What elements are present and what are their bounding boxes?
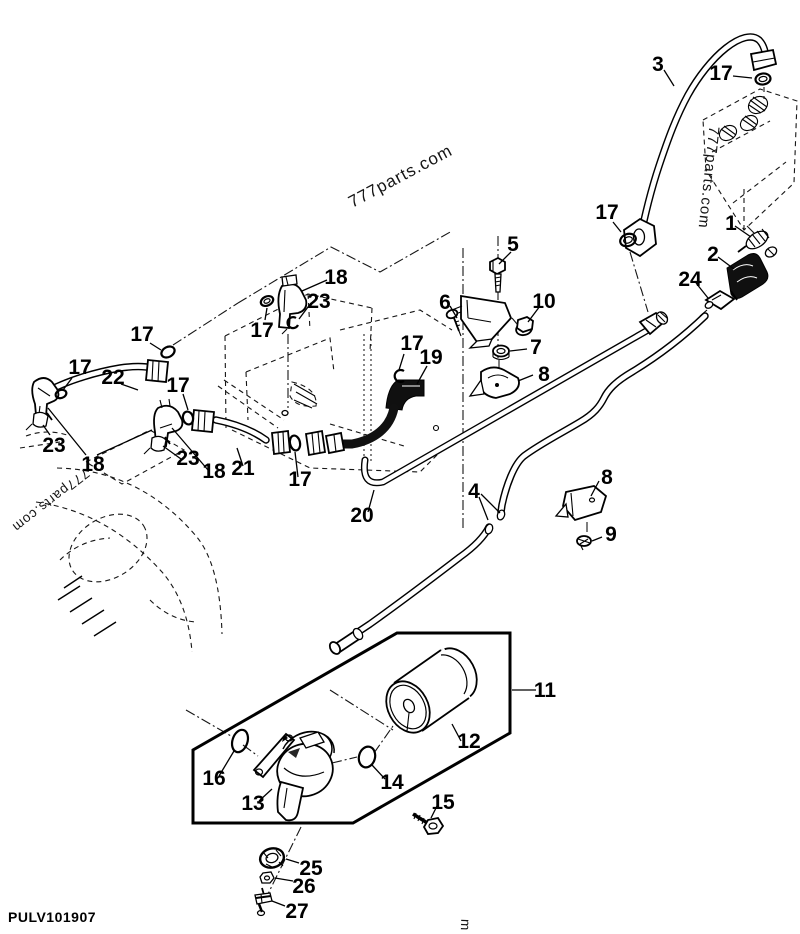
fitting-stack-25-26-27: [254, 847, 286, 917]
part-callout: 9: [605, 523, 617, 546]
steel-line-20: [360, 251, 669, 487]
part-callout: 17: [68, 356, 91, 379]
watermark-diagonal: 777parts.com: [345, 141, 455, 212]
part-callout: 23: [42, 434, 65, 457]
part-callout: 13: [241, 792, 264, 815]
watermark-bottom-partial: m: [458, 919, 473, 932]
engine-block-outline: [702, 88, 798, 242]
fuel-line-4: [328, 312, 709, 655]
pipe-3: [623, 33, 778, 258]
part-callout: 1: [725, 212, 737, 235]
bolt-15: [412, 812, 445, 835]
part-callout: 17: [166, 374, 189, 397]
part-callout: 2: [707, 243, 719, 266]
pump-13: [252, 730, 335, 822]
part-callout: 5: [507, 233, 519, 256]
oring-17-engine: [619, 232, 637, 248]
part-callout: 11: [534, 679, 557, 702]
part-callout: 16: [202, 767, 225, 790]
part-callout: 17: [130, 323, 153, 346]
oring-14: [357, 745, 377, 769]
part-callout: 23: [176, 447, 199, 470]
elbow-18-top: [259, 274, 308, 417]
part-callout: 18: [324, 266, 348, 289]
part-callout: 25: [299, 857, 323, 880]
part-callout: 19: [419, 346, 442, 369]
part-callout: 15: [431, 791, 455, 814]
bracket-8-right: [554, 485, 608, 551]
oring-16: [230, 728, 250, 754]
hose-21: [143, 398, 291, 456]
machine-outline-left: [19, 429, 223, 653]
hose-19-20-assembly: [288, 368, 425, 457]
part-callout: 24: [678, 268, 702, 291]
fitting-1: [737, 228, 778, 258]
bracket-assembly-mid: [445, 236, 534, 399]
part-callout: 20: [350, 504, 373, 527]
part-callout: 14: [380, 771, 404, 794]
part-callout: 23: [307, 290, 330, 313]
part-callout: 21: [231, 457, 255, 480]
hose-22: [25, 302, 239, 431]
callouts: 3 17 17 1 2 24 5 6 10 7 8 18 23 17 17 19…: [42, 53, 737, 923]
part-callout: 26: [292, 875, 315, 898]
leader-lines: [42, 69, 753, 907]
part-callout: 7: [530, 336, 542, 359]
watermark-vertical-right: 777parts.com: [695, 125, 723, 229]
watermark-rotated-left: 777parts.com: [9, 466, 92, 536]
document-code: PULV101907: [8, 909, 96, 925]
fitting-2: [726, 253, 769, 299]
filter-box-11: [185, 631, 512, 903]
part-callout: 10: [532, 290, 555, 313]
part-callout: 17: [288, 468, 311, 491]
part-callout: 17: [595, 201, 618, 224]
part-callout: 17: [400, 332, 423, 355]
part-callout: 22: [101, 366, 124, 389]
part-callout: 17: [250, 319, 273, 342]
clamp-24: [699, 289, 738, 317]
part-callout: 6: [439, 291, 451, 314]
part-callout: 4: [468, 480, 480, 503]
part-callout: 18: [81, 453, 105, 476]
part-callout: 8: [538, 363, 550, 386]
part-callout: 3: [652, 53, 664, 76]
part-callout: 18: [202, 460, 226, 483]
part-callout: 17: [709, 62, 732, 85]
machine-outline-center: [217, 230, 464, 528]
part-callout: 8: [601, 466, 613, 489]
part-callout: 12: [457, 730, 480, 753]
filter-12: [385, 647, 478, 734]
part-callout: 27: [285, 900, 308, 923]
